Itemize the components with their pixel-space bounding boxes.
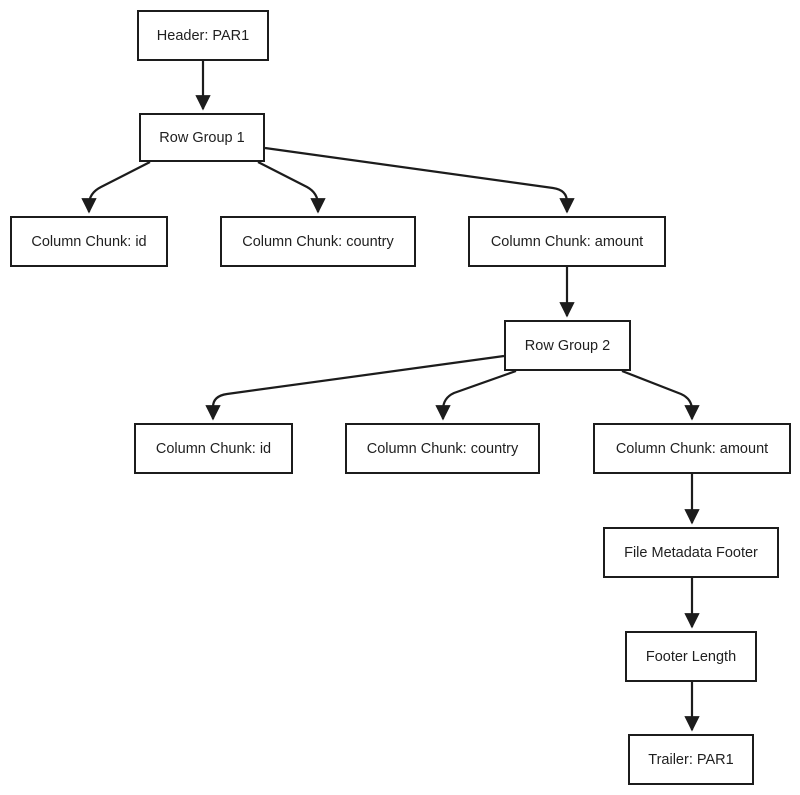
trailer-node: Trailer: PAR1 (628, 734, 754, 785)
rg2-column-chunk-id-label: Column Chunk: id (155, 440, 272, 457)
edge-row-group-1-to-rg1-col-id (81, 161, 151, 214)
rg1-column-chunk-id-label: Column Chunk: id (31, 233, 147, 250)
row-group-1-label: Row Group 1 (159, 129, 245, 146)
row-group-1-node: Row Group 1 (139, 113, 265, 162)
rg2-column-chunk-id-node: Column Chunk: id (134, 423, 293, 474)
footer-length-node: Footer Length (625, 631, 757, 682)
rg2-column-chunk-country-label: Column Chunk: country (366, 440, 519, 457)
trailer-node-label: Trailer: PAR1 (648, 751, 734, 768)
file-metadata-footer-label: File Metadata Footer (624, 544, 758, 561)
rg1-column-chunk-id-node: Column Chunk: id (10, 216, 168, 267)
edge-row-group-2-to-rg2-col-amount (621, 369, 700, 421)
rg1-column-chunk-amount-node: Column Chunk: amount (468, 216, 666, 267)
file-metadata-footer-node: File Metadata Footer (603, 527, 779, 578)
footer-length-label: Footer Length (645, 648, 737, 665)
row-group-2-label: Row Group 2 (524, 337, 611, 354)
edge-row-group-2-to-rg2-col-country (435, 369, 517, 421)
rg2-column-chunk-country-node: Column Chunk: country (345, 423, 540, 474)
rg2-column-chunk-amount-label: Column Chunk: amount (615, 440, 769, 457)
rg1-column-chunk-amount-label: Column Chunk: amount (490, 233, 644, 250)
header-node-label: Header: PAR1 (156, 27, 250, 44)
rg1-column-chunk-country-node: Column Chunk: country (220, 216, 416, 267)
row-group-2-node: Row Group 2 (504, 320, 631, 371)
edge-row-group-2-to-rg2-col-id (205, 354, 505, 421)
rg2-column-chunk-amount-node: Column Chunk: amount (593, 423, 791, 474)
edge-row-group-1-to-rg1-col-country (257, 161, 326, 214)
edge-row-group-1-to-rg1-col-amount (264, 146, 575, 214)
rg1-column-chunk-country-label: Column Chunk: country (242, 233, 394, 250)
header-node: Header: PAR1 (137, 10, 269, 61)
